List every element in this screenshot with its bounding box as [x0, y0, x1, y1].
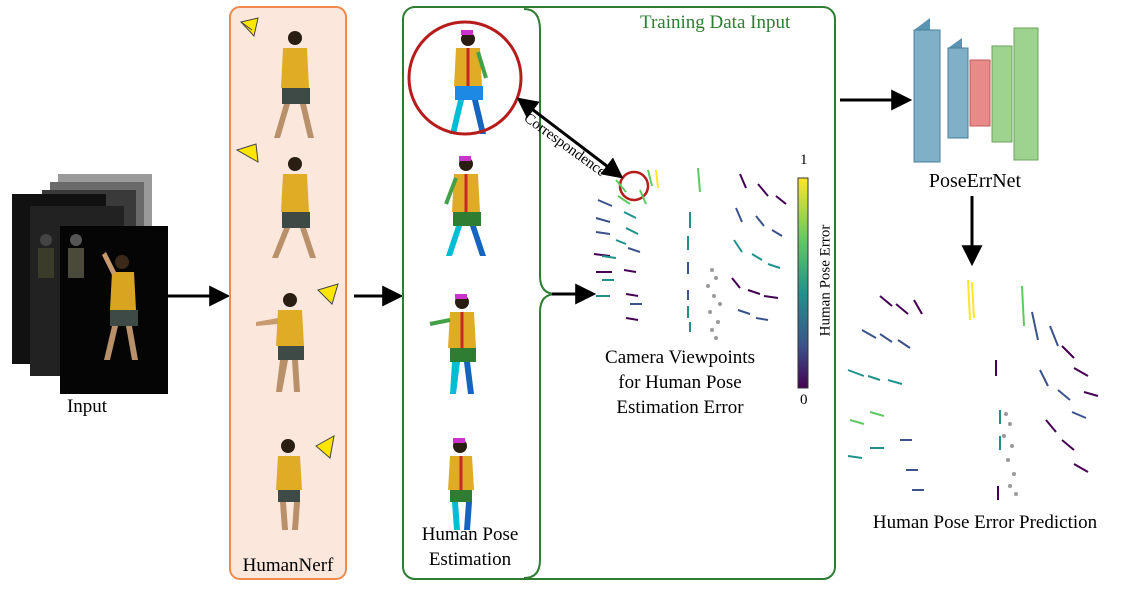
cam-caption-line2: for Human Pose — [618, 372, 742, 393]
hpe-label-line2: Estimation — [428, 549, 512, 570]
render-2 — [235, 143, 316, 258]
colorbar — [797, 177, 809, 389]
hpe-3 — [429, 294, 476, 394]
cam-caption-line3: Estimation Error — [616, 397, 744, 418]
humannerf-renders — [235, 17, 339, 530]
brace — [523, 8, 557, 579]
hpe-2 — [444, 156, 486, 256]
hpe-4 — [448, 438, 474, 530]
humannerf-label: HumanNerf — [242, 555, 334, 576]
selected-pose-circle — [407, 20, 523, 136]
colorbar-title: Human Pose Error — [817, 224, 834, 337]
colorbar-min-label: 0 — [800, 392, 808, 408]
render-3 — [256, 283, 339, 392]
training-data-panel — [402, 6, 836, 580]
hpe-label-line1: Human Pose — [421, 524, 519, 545]
render-1 — [240, 17, 314, 138]
input-person-icon — [102, 252, 138, 360]
cam-caption-line1: Camera Viewpoints — [605, 347, 755, 368]
prediction-points — [1002, 412, 1018, 496]
viewpoint-points — [706, 268, 722, 340]
training-data-title: Training Data Input — [640, 12, 791, 33]
prediction-label: Human Pose Error Prediction — [872, 512, 1098, 533]
poseerrnet-label: PoseErrNet — [928, 170, 1022, 192]
input-label: Input — [66, 396, 108, 417]
hpe-label: Human Pose Estimation — [406, 522, 534, 572]
hpe-1 — [450, 30, 488, 134]
humannerf-panel — [229, 6, 347, 580]
viewpoint-arrows-training — [593, 167, 787, 332]
viewpoint-arrows-prediction — [847, 279, 1099, 500]
input-frame-stack — [12, 174, 168, 394]
correspondence-arrow — [516, 97, 624, 179]
camera-viewpoints-caption: Camera Viewpoints for Human Pose Estimat… — [580, 345, 780, 420]
hpe-renders — [429, 30, 488, 530]
colorbar-max-label: 1 — [800, 152, 808, 168]
poseerrnet-network — [913, 18, 1039, 163]
render-4 — [276, 435, 335, 530]
selected-camera-circle — [618, 170, 650, 202]
